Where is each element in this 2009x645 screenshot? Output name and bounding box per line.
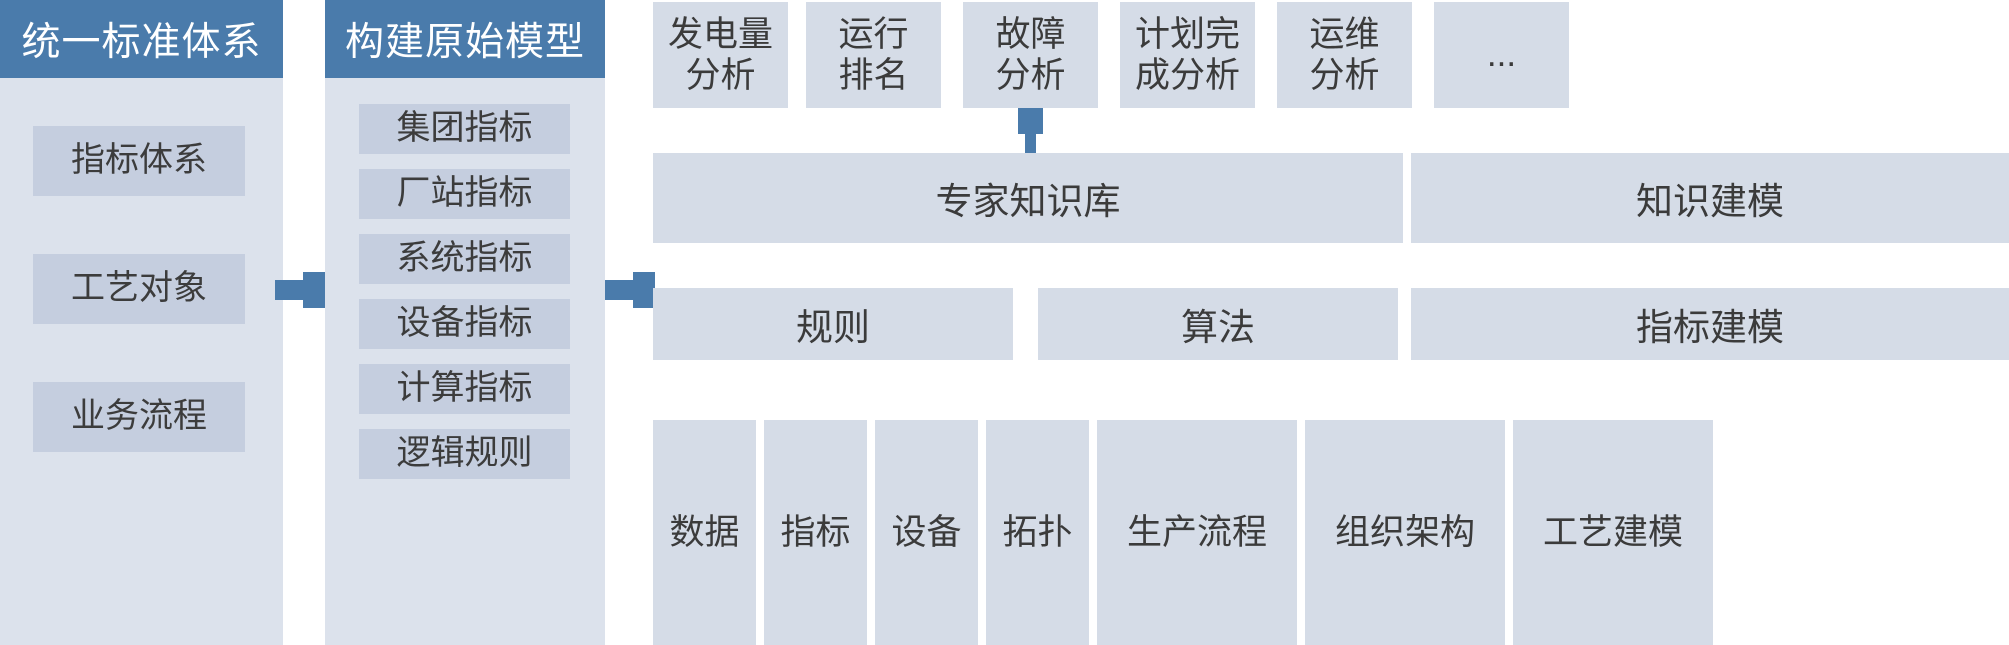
base-card-2[interactable]: 指标 — [764, 420, 867, 645]
original-model-item-2[interactable]: 厂站指标 — [359, 169, 570, 219]
knowledge-modeling-bar[interactable]: 知识建模 — [1411, 153, 2009, 243]
analysis-card-5[interactable]: 运维 分析 — [1277, 2, 1412, 108]
base-card-7[interactable]: 工艺建模 — [1513, 420, 1713, 645]
standard-system-item-3[interactable]: 业务流程 — [33, 382, 245, 452]
analysis-card-1[interactable]: 发电量 分析 — [653, 2, 788, 108]
algorithm-bar[interactable]: 算法 — [1038, 288, 1398, 360]
base-card-3[interactable]: 设备 — [875, 420, 978, 645]
original-model-item-3[interactable]: 系统指标 — [359, 234, 570, 284]
standard-system-header: 统一标准体系 — [0, 0, 283, 78]
base-card-1[interactable]: 数据 — [653, 420, 756, 645]
original-model-item-1[interactable]: 集团指标 — [359, 104, 570, 154]
original-model-item-4[interactable]: 设备指标 — [359, 299, 570, 349]
rule-bar[interactable]: 规则 — [653, 288, 1013, 360]
indicator-modeling-bar[interactable]: 指标建模 — [1411, 288, 2009, 360]
analysis-card-2[interactable]: 运行 排名 — [806, 2, 941, 108]
original-model-item-6[interactable]: 逻辑规则 — [359, 429, 570, 479]
original-model-header: 构建原始模型 — [325, 0, 605, 78]
base-card-6[interactable]: 组织架构 — [1305, 420, 1505, 645]
base-card-4[interactable]: 拓扑 — [986, 420, 1089, 645]
analysis-card-more[interactable]: ... — [1434, 2, 1569, 108]
arrow-model-to-knowledge-icon — [605, 272, 657, 308]
standard-system-item-2[interactable]: 工艺对象 — [33, 254, 245, 324]
base-card-5[interactable]: 生产流程 — [1097, 420, 1297, 645]
arrow-standard-to-model-icon — [275, 272, 327, 308]
original-model-item-5[interactable]: 计算指标 — [359, 364, 570, 414]
expert-knowledge-base-bar[interactable]: 专家知识库 — [653, 153, 1403, 243]
analysis-card-3[interactable]: 故障 分析 — [963, 2, 1098, 108]
analysis-card-4[interactable]: 计划完 成分析 — [1120, 2, 1255, 108]
standard-system-item-1[interactable]: 指标体系 — [33, 126, 245, 196]
